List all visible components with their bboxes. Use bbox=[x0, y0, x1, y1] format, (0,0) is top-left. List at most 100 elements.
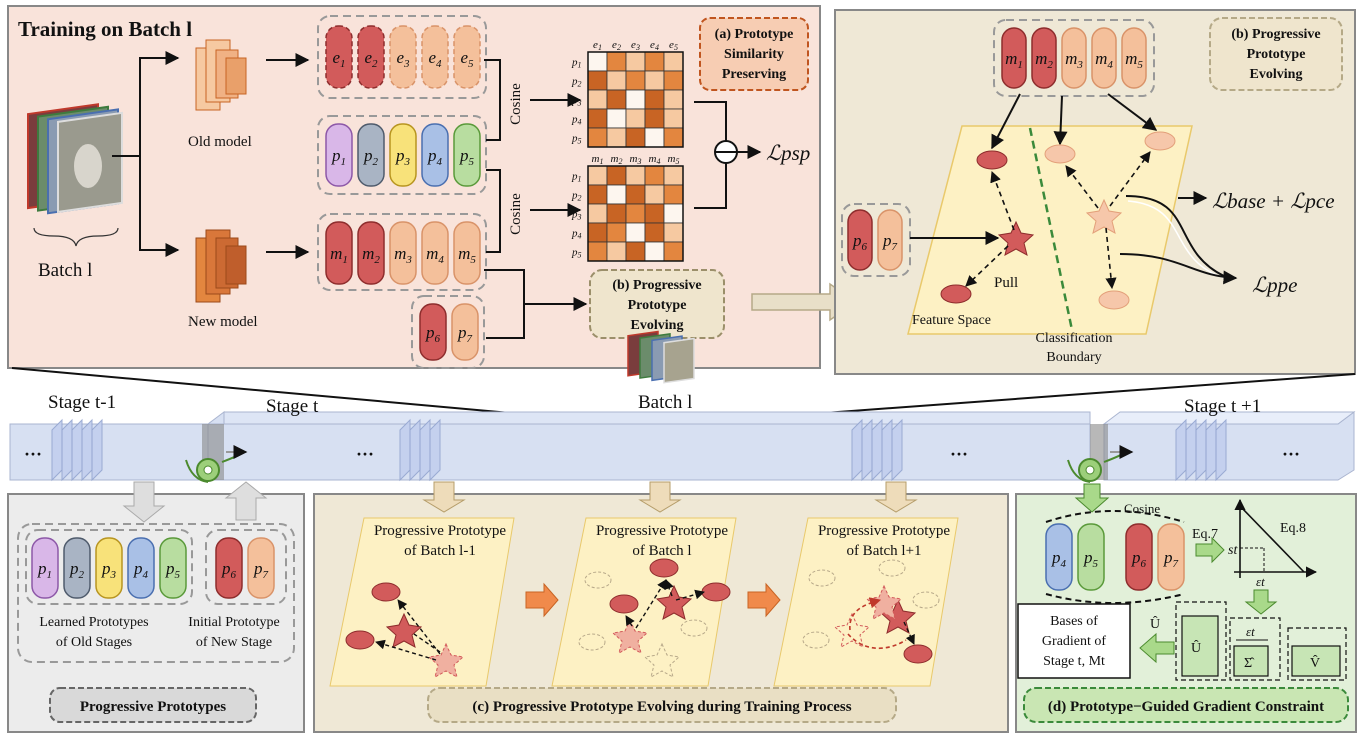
old-prototype-token: p1 bbox=[325, 123, 353, 187]
matrix-cell bbox=[663, 203, 684, 224]
loss-ppe: ℒppe bbox=[1252, 273, 1297, 297]
matrix-cell bbox=[644, 70, 665, 91]
new-prototype-token: p7 bbox=[877, 209, 903, 271]
matrix-cell bbox=[587, 70, 608, 91]
stage-timeline: Stage t-1 Stage t Batch l Stage t +1 ···… bbox=[9, 330, 1356, 483]
eq8-label: Eq.8 bbox=[1280, 521, 1306, 536]
matrix-cell bbox=[587, 51, 608, 72]
matrix-row-label: p4 bbox=[571, 114, 582, 127]
matrix-col-label: m2 bbox=[611, 153, 623, 166]
batch-slab bbox=[881, 418, 893, 482]
learned-prototype-token: p2 bbox=[63, 537, 91, 599]
matrix-cell bbox=[606, 51, 627, 72]
new-prototype-token: p7 bbox=[451, 303, 479, 361]
matrix-cell bbox=[587, 222, 608, 243]
matrix-row-label: p2 bbox=[571, 76, 582, 89]
new-prototype-token: p6 bbox=[419, 303, 447, 361]
matrix-cell bbox=[625, 241, 646, 262]
sigma-hat: Σ̂ bbox=[1244, 656, 1255, 671]
matrix-cell bbox=[625, 127, 646, 148]
class-center-old bbox=[940, 284, 972, 304]
batch-slab bbox=[891, 418, 903, 482]
matrix-cell bbox=[625, 70, 646, 91]
new-embedding-token: m1 bbox=[1001, 27, 1027, 89]
stage-cur-label: Stage t bbox=[266, 396, 319, 417]
matrix-cell bbox=[644, 165, 665, 186]
matrix-cell bbox=[606, 165, 627, 186]
batch-slab bbox=[1195, 418, 1207, 482]
learned-prototype-token: p4 bbox=[127, 537, 155, 599]
matrix-col-label: e5 bbox=[669, 39, 678, 52]
initial-prototype-token: p7 bbox=[247, 537, 275, 599]
new-embedding-token: m2 bbox=[357, 221, 385, 285]
loss-psp: ℒpsp bbox=[766, 141, 810, 165]
ellipsis: ··· bbox=[950, 444, 968, 464]
matrix-col-label: e3 bbox=[631, 39, 640, 52]
new-embedding-token: m4 bbox=[421, 221, 449, 285]
class-center-new bbox=[1144, 131, 1176, 151]
batch-slab bbox=[1175, 418, 1187, 482]
cosine-label-2: Cosine bbox=[508, 193, 524, 235]
batch-slab bbox=[399, 418, 411, 482]
old-embedding-token: e5 bbox=[453, 25, 481, 89]
batch-slab bbox=[71, 418, 83, 482]
classification-boundary bbox=[1028, 127, 1074, 331]
batch-slab bbox=[1205, 418, 1217, 482]
matrix-col-label: m3 bbox=[630, 153, 642, 166]
matrix-cell bbox=[663, 89, 684, 110]
matrix-row-label: p1 bbox=[571, 57, 582, 70]
batch-image-stack bbox=[27, 103, 123, 215]
matrix-cell bbox=[587, 165, 608, 186]
matrix-cell bbox=[663, 165, 684, 186]
matrix-cell bbox=[644, 127, 665, 148]
matrix-cell bbox=[644, 51, 665, 72]
matrix-cell bbox=[625, 108, 646, 129]
prototype-star bbox=[643, 642, 681, 678]
matrix-cell bbox=[625, 89, 646, 110]
matrix-cell bbox=[587, 184, 608, 205]
matrix-col-label: m1 bbox=[592, 153, 604, 166]
batch-slab bbox=[81, 418, 93, 482]
batch-slab bbox=[1185, 418, 1197, 482]
old-model-label: Old model bbox=[188, 134, 252, 150]
eps-t-small: εt bbox=[1246, 624, 1255, 639]
matrix-row-label: p2 bbox=[571, 190, 582, 203]
prototype-star bbox=[655, 584, 693, 620]
batch-slab bbox=[429, 418, 441, 482]
batch-slabs bbox=[51, 418, 1227, 482]
batch-slab bbox=[1215, 418, 1227, 482]
new-embedding-token: m4 bbox=[1091, 27, 1117, 89]
learned-prototype-token: p1 bbox=[31, 537, 59, 599]
batch-slab bbox=[61, 418, 73, 482]
matrix-cell bbox=[625, 203, 646, 224]
stage-next-label: Stage t +1 bbox=[1184, 396, 1261, 417]
matrix-row-label: p5 bbox=[571, 133, 582, 146]
new-embedding-token: m3 bbox=[389, 221, 417, 285]
matrix-col-label: m4 bbox=[649, 153, 661, 166]
cosine-label-1: Cosine bbox=[508, 83, 524, 125]
matrix-cell bbox=[663, 51, 684, 72]
training-process-title: (c) Progressive Prototype Evolving durin… bbox=[472, 699, 851, 715]
matrix-cell bbox=[663, 184, 684, 205]
batch-slab bbox=[871, 418, 883, 482]
u-hat: Û bbox=[1191, 639, 1201, 656]
ellipsis: ··· bbox=[1282, 444, 1300, 464]
matrix-cell bbox=[644, 184, 665, 205]
matrix-col-label: e2 bbox=[612, 39, 621, 52]
new-prototype-token: p6 bbox=[847, 209, 873, 271]
matrix-cell bbox=[606, 222, 627, 243]
matrix-cell bbox=[625, 51, 646, 72]
matrix-cell bbox=[644, 108, 665, 129]
matrix-cell bbox=[663, 108, 684, 129]
